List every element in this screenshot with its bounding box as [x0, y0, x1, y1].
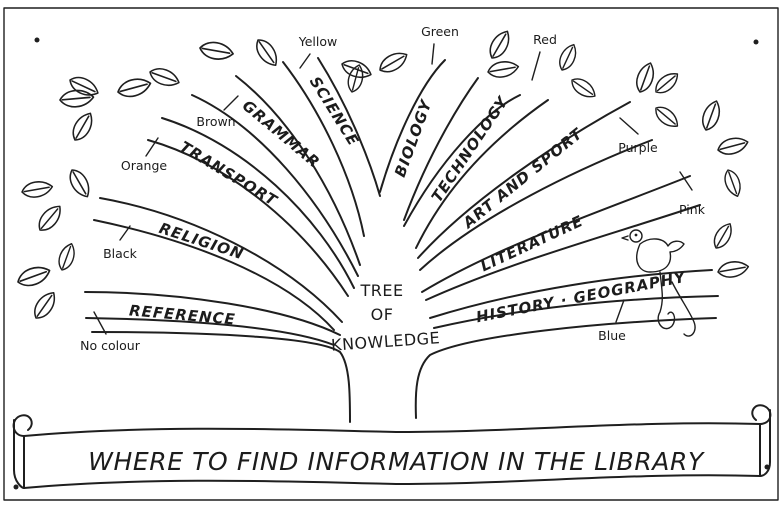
leaf-icon: [720, 166, 745, 200]
leaf-icon: [632, 59, 659, 96]
leaf-icon: [146, 64, 183, 91]
trunk-title-line1: TREE: [359, 281, 403, 300]
colour-label-grammar: Brown: [196, 114, 235, 129]
trunk-title-line2: OF: [371, 305, 394, 324]
pin-dot: [34, 37, 40, 43]
leaf-icon: [66, 72, 102, 101]
branch-label-reference: REFERENCE: [128, 301, 236, 328]
colour-label-technology: Red: [533, 32, 557, 47]
trunk-title-line3: KNOWLEDGE: [330, 328, 440, 355]
colour-ticks: [93, 43, 693, 335]
pin-dot: [753, 39, 759, 45]
leaf-icon: [33, 200, 67, 236]
leaf-icon: [375, 47, 412, 78]
leaf-icon: [709, 219, 737, 253]
leaf-icon: [650, 68, 683, 98]
colour-label-literature: Pink: [679, 202, 706, 217]
bird-illustration: [621, 229, 696, 337]
branch-label-literature: LITERATURE: [478, 212, 587, 275]
leaf-icon: [29, 287, 61, 324]
leaf-icon: [67, 108, 98, 145]
leaf-icon: [197, 39, 236, 63]
leaf-icon: [19, 178, 55, 201]
right-branches: [379, 59, 719, 329]
leaf-icon: [344, 62, 367, 95]
pin-dot: [13, 484, 19, 490]
leaf-icon: [14, 262, 54, 291]
leaf-icon: [251, 34, 283, 71]
banner-scroll: [12, 404, 772, 489]
leaf-icon: [567, 73, 600, 103]
leaf-icon: [715, 134, 751, 158]
leaf-icon: [555, 41, 581, 74]
tree-trunk: [91, 317, 717, 423]
leaf-icon: [64, 165, 95, 202]
colour-label-science: Yellow: [298, 34, 337, 49]
leaf-icon: [485, 58, 521, 81]
page-border: [3, 7, 779, 501]
colour-label-reference: No colour: [80, 338, 141, 353]
leaf-icon: [650, 102, 683, 132]
colour-label-art-and-sport: Purple: [618, 140, 658, 155]
leaf-icon: [484, 26, 515, 63]
leaf-icon: [698, 97, 725, 134]
colour-label-religion: Black: [103, 246, 138, 261]
colour-label-transport: Orange: [121, 158, 167, 173]
branch-label-religion: RELIGION: [157, 219, 246, 263]
leaf-icon: [115, 74, 154, 101]
colour-label-biology: Green: [421, 24, 459, 39]
leaf-icon: [715, 258, 751, 281]
leaf-icon: [54, 240, 79, 274]
left-branches: [84, 57, 381, 346]
colour-label-history-geography: Blue: [598, 328, 626, 343]
branch-label-biology: BIOLOGY: [391, 96, 436, 179]
banner-title: WHERE TO FIND INFORMATION IN THE LIBRARY: [88, 447, 705, 476]
